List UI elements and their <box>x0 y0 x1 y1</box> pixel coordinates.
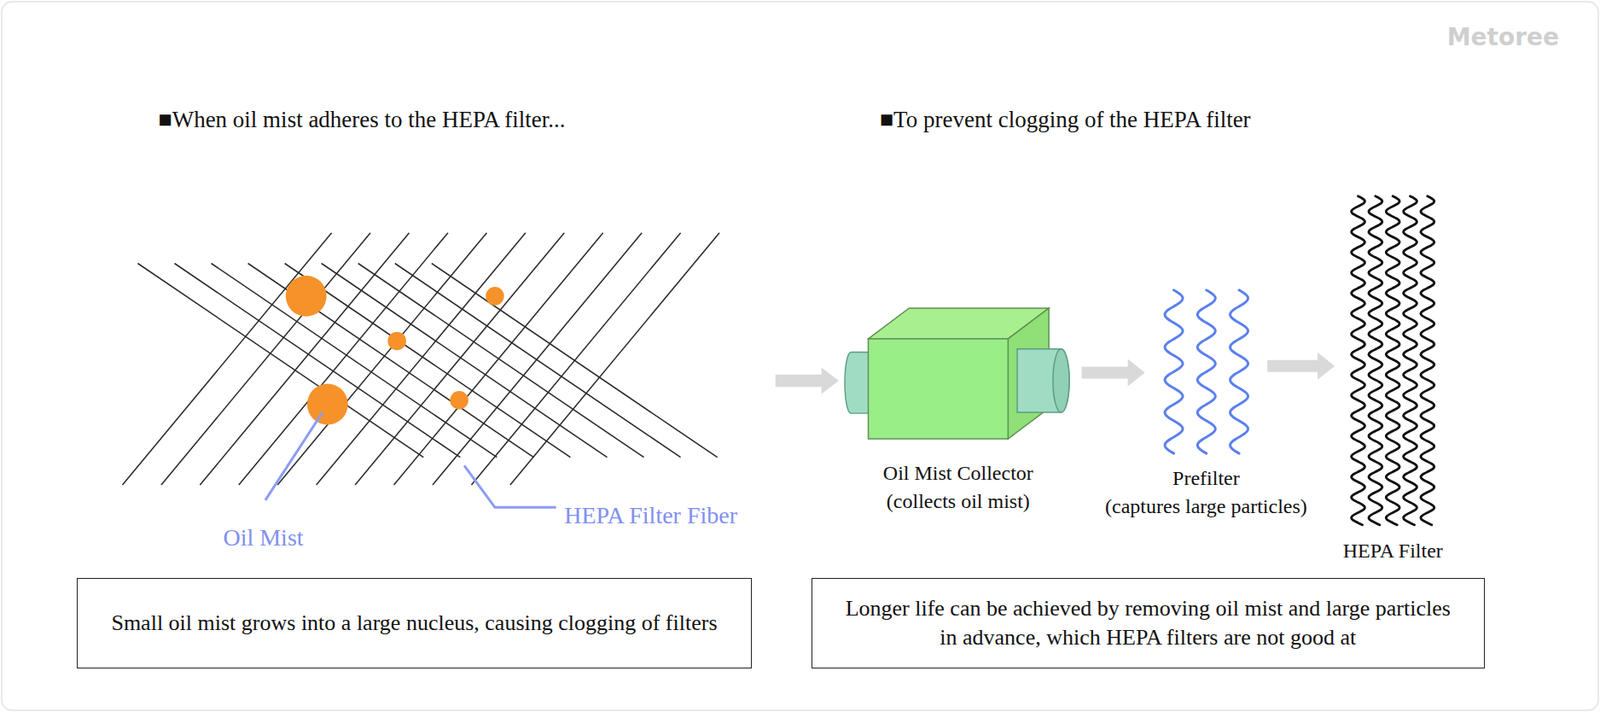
filter-pleat <box>1385 196 1400 525</box>
note-box: Longer life can be achieved by removing … <box>811 577 1485 669</box>
caption-group: HEPA Filter <box>1343 536 1443 565</box>
filter-fiber <box>161 232 371 485</box>
cube-front <box>868 338 1009 439</box>
oil-drop <box>449 390 469 410</box>
leader-line <box>265 412 323 501</box>
component-note: (captures large particles) <box>1105 492 1308 521</box>
flow-arrow <box>1082 358 1146 386</box>
filter-fiber <box>238 232 448 485</box>
note-box: Small oil mist grows into a large nucleu… <box>76 577 753 669</box>
filter-pleat <box>1420 196 1435 525</box>
section-heading: ■To prevent clogging of the HEPA filter <box>879 105 1251 133</box>
filter-mesh <box>122 232 720 485</box>
filter-pleat <box>1197 290 1216 454</box>
flow-arrow <box>1267 352 1335 380</box>
filter-fiber <box>354 232 565 485</box>
filter-fiber <box>510 232 720 485</box>
note-text: Small oil mist grows into a large nucleu… <box>110 608 717 638</box>
note-text: Longer life can be achieved by removing … <box>837 593 1459 652</box>
oil-drop <box>387 331 407 351</box>
component-name: HEPA Filter <box>1343 536 1443 565</box>
outlet-duct <box>1017 349 1070 413</box>
filter-fiber <box>471 232 681 485</box>
filter-fiber <box>432 232 642 485</box>
component-name: Oil Mist Collector <box>883 459 1034 488</box>
filter-fiber <box>248 263 535 458</box>
filter-fiber <box>199 232 409 485</box>
filter-pleat <box>1229 290 1248 454</box>
hepa-filter: HEPA Filter <box>1344 192 1441 530</box>
oil-drop <box>285 275 327 317</box>
filter-fiber <box>394 232 604 485</box>
filter-fiber <box>211 263 498 458</box>
caption-group: Prefilter(captures large particles) <box>1105 464 1308 521</box>
caption-group: Oil Mist Collector(collects oil mist) <box>883 459 1034 516</box>
watermark: Metoree <box>1447 23 1560 52</box>
filter-fiber <box>285 263 571 458</box>
filter-pleat <box>1368 196 1383 525</box>
part-label: HEPA Filter Fiber <box>564 501 738 530</box>
illustration-group <box>122 232 838 508</box>
filter-fiber <box>316 232 526 485</box>
oil-mist-collector-shape <box>844 308 1071 439</box>
prefilter: Prefilter(captures large particles) <box>1155 285 1258 458</box>
oil-drop <box>485 286 505 306</box>
filter-pleat <box>1351 196 1366 525</box>
flow-arrow <box>775 366 839 394</box>
filter-pleat <box>1164 290 1183 454</box>
component-name: Prefilter <box>1105 464 1308 493</box>
filter-fiber <box>277 232 487 485</box>
filter-fiber <box>174 263 460 458</box>
filter-pleat <box>1403 196 1418 525</box>
leader-line <box>464 465 557 507</box>
component-note: (collects oil mist) <box>883 487 1034 516</box>
outlet-end <box>1053 349 1070 413</box>
inlet-duct <box>844 352 870 414</box>
hepa-filter-shape <box>1344 192 1441 530</box>
filter-fiber <box>321 263 608 458</box>
oil-drop <box>307 384 349 425</box>
part-label: Oil Mist <box>222 523 303 552</box>
section-heading: ■When oil mist adheres to the HEPA filte… <box>157 105 565 133</box>
oil-mist-collector: Oil Mist Collector(collects oil mist) <box>844 308 1071 439</box>
prefilter-shape <box>1155 285 1258 458</box>
filter-fiber <box>358 263 645 458</box>
